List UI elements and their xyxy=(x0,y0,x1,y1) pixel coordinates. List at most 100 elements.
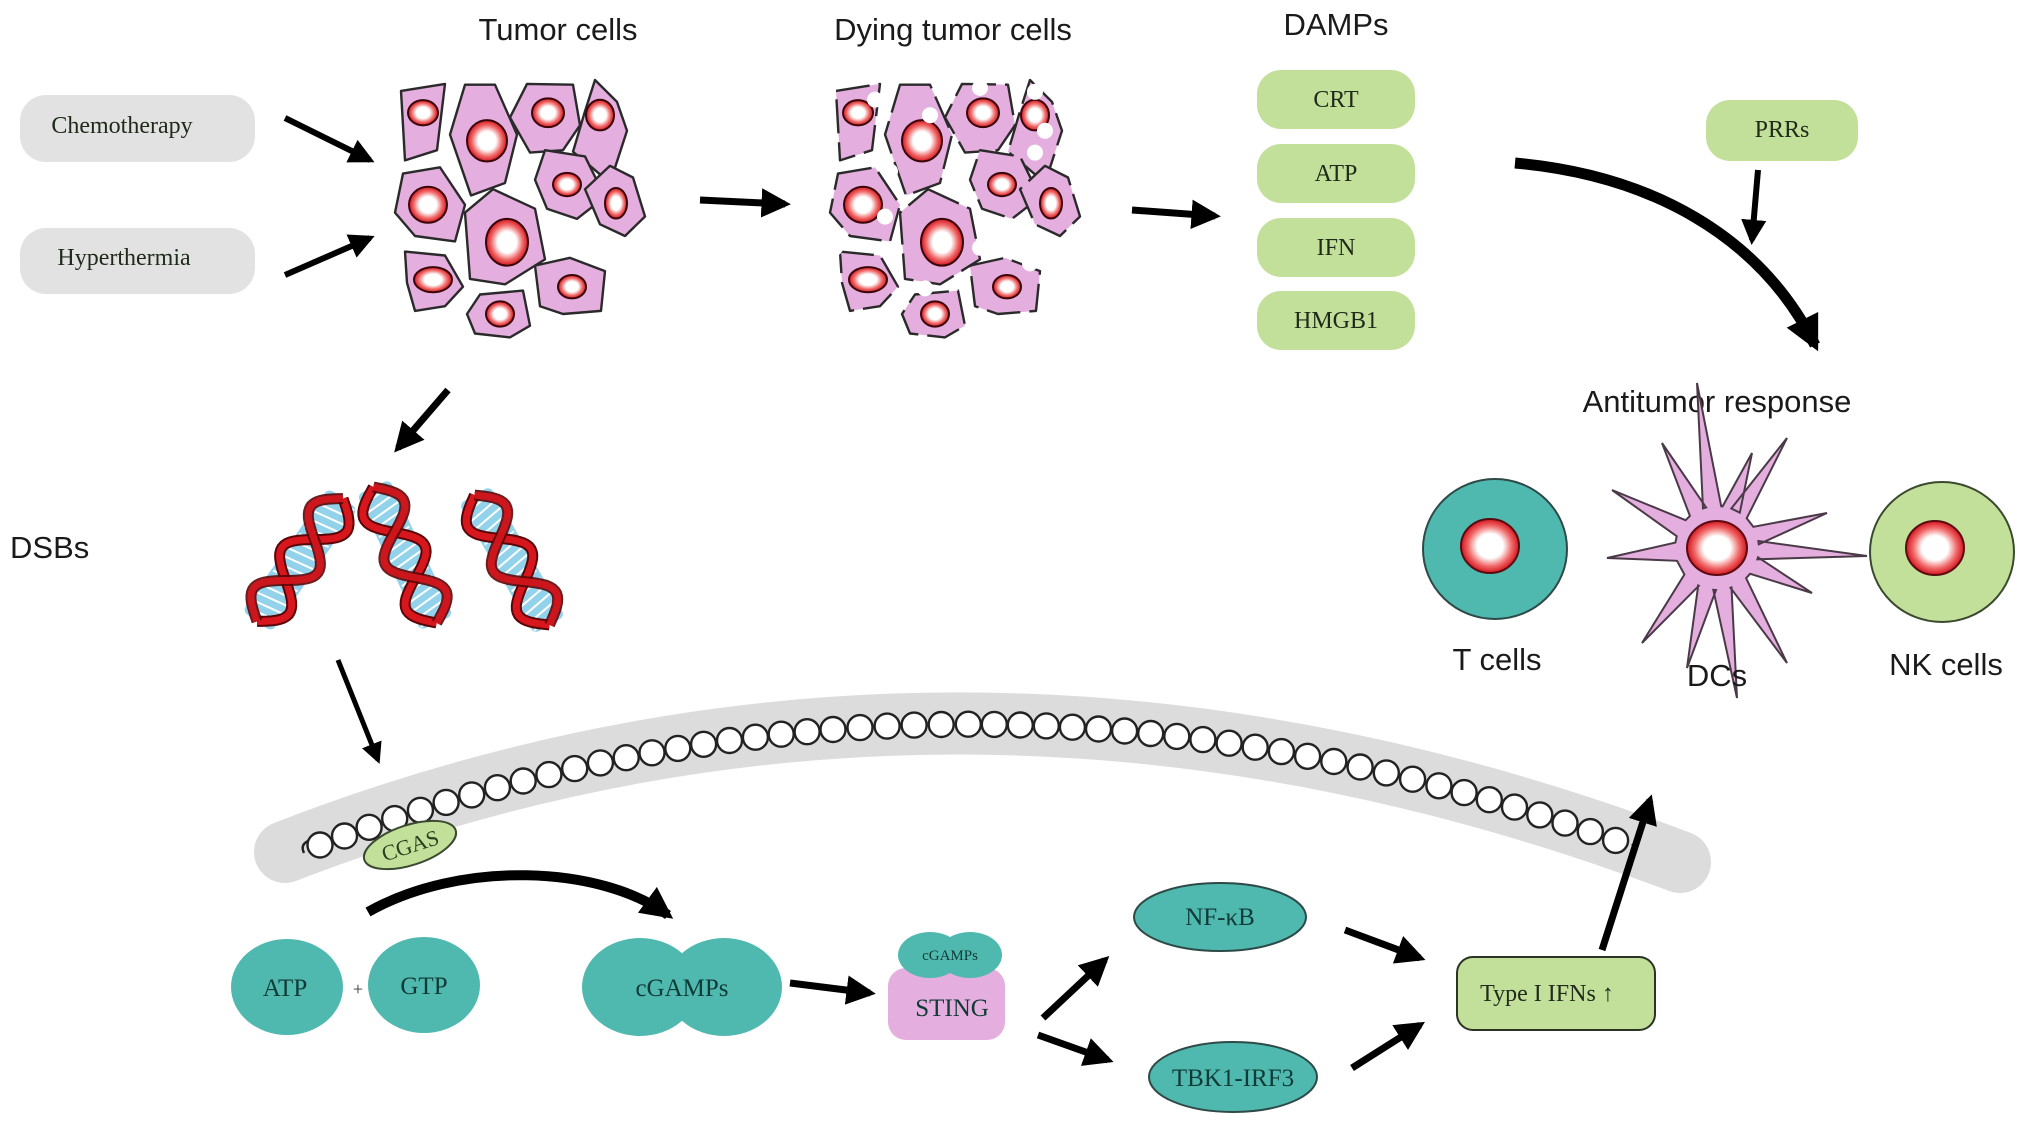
cell-nucleus xyxy=(966,97,1000,129)
trigger-chemotherapy: Chemotherapy xyxy=(20,95,255,162)
cell-nucleus xyxy=(1039,186,1063,220)
type1-ifns-label: Type I IFNs ↑ xyxy=(1480,981,1614,1007)
dna-helix xyxy=(357,481,453,629)
membrane-bleb xyxy=(1037,122,1053,139)
dna-bead xyxy=(638,739,666,767)
dna-bead xyxy=(586,749,615,777)
dna-bead xyxy=(1006,711,1034,739)
dna-end-left xyxy=(301,839,309,854)
dna-bead xyxy=(793,718,821,746)
cell-nucleus xyxy=(920,300,950,328)
cell-nucleus xyxy=(992,274,1022,300)
dna-bead xyxy=(432,788,460,817)
nfkb: NF-κB xyxy=(1133,882,1307,952)
membrane-bleb xyxy=(1027,83,1043,100)
dna-bead xyxy=(1215,729,1243,757)
dna-bead-chain xyxy=(301,710,1637,859)
membrane-bleb xyxy=(1022,255,1038,272)
dna-bead xyxy=(458,781,486,809)
dna-bead xyxy=(1320,747,1348,776)
damp-crt-box xyxy=(1257,70,1415,129)
t-cells-label: T cells xyxy=(1452,642,1541,677)
prrs: PRRs xyxy=(1706,100,1858,161)
cell-nucleus xyxy=(848,266,888,294)
cell-nucleus xyxy=(585,98,615,132)
hyperthermia-box xyxy=(20,228,255,294)
arrow-hyper-to-tumor xyxy=(283,234,375,278)
cell-nucleus xyxy=(842,99,874,127)
arrow-tumor-to-dsbs xyxy=(394,387,451,453)
t-cell-nucleus xyxy=(1460,518,1520,574)
cgamps-molecule: cGAMPs xyxy=(582,938,782,1036)
arrow-tumor-to-dying xyxy=(699,188,791,218)
atp-label: ATP xyxy=(263,975,307,1002)
damp-crt: CRT xyxy=(1257,70,1415,129)
cgamps-ellipse-right xyxy=(666,938,782,1036)
arrow-dsbs-to-chromatin xyxy=(335,659,382,764)
cgamps-small-label: cGAMPs xyxy=(922,948,978,964)
dna-helix xyxy=(460,488,564,632)
dna-bead xyxy=(767,720,795,748)
gtp-label: GTP xyxy=(400,973,447,1000)
dna-bead xyxy=(715,726,744,755)
dna-bead xyxy=(1450,778,1478,807)
dna-bead xyxy=(1032,712,1061,740)
membrane-bleb xyxy=(917,280,933,297)
dna-bead xyxy=(1500,793,1529,821)
dna-bead xyxy=(1110,717,1139,745)
cell-nucleus xyxy=(920,217,964,267)
dna-bead xyxy=(873,712,901,740)
membrane-bleb xyxy=(867,91,883,108)
dendritic-cell-nucleus xyxy=(1686,520,1748,576)
dna-bead xyxy=(483,774,512,802)
cell-nucleus xyxy=(485,300,515,328)
arrow-nfkb-to-ifns xyxy=(1343,926,1426,964)
dna-bead xyxy=(561,754,589,783)
damp-atp-box xyxy=(1257,144,1415,203)
dna-bead xyxy=(1425,772,1453,800)
dna-bead xyxy=(927,710,955,739)
arrow-dying-to-damps xyxy=(1131,199,1221,229)
tbk1-label: TBK1-IRF3 xyxy=(1172,1065,1294,1092)
tbk1-ellipse xyxy=(1148,1041,1318,1113)
tbk1-irf3: TBK1-IRF3 xyxy=(1148,1041,1318,1113)
dendritic-cell xyxy=(1606,382,1868,699)
membrane-bleb xyxy=(922,107,938,124)
arrow-prrs-to-path xyxy=(1741,169,1767,246)
nfkb-ellipse xyxy=(1133,882,1307,952)
cell-nucleus xyxy=(552,171,582,198)
arrow-cgamps-to-sting xyxy=(789,975,876,1005)
cell-nucleus xyxy=(1020,98,1050,132)
dna-bead xyxy=(664,734,692,763)
damp-atp-label: ATP xyxy=(1315,161,1358,187)
arrow-cgas-to-cgamps xyxy=(365,870,674,920)
arrow-damps-to-antitumor xyxy=(1514,157,1820,352)
damp-hmgb1-box xyxy=(1257,291,1415,350)
cell-nucleus xyxy=(413,266,453,294)
cell-nucleus xyxy=(557,274,587,300)
cell-nucleus xyxy=(485,217,529,267)
damp-crt-label: CRT xyxy=(1313,87,1359,113)
nk-cells-label: NK cells xyxy=(1889,647,2003,682)
sting-box xyxy=(888,968,1005,1040)
type1-ifns: Type I IFNs ↑ xyxy=(1456,956,1656,1031)
dna-bead xyxy=(1372,759,1401,787)
prrs-box xyxy=(1706,100,1858,161)
damp-ifn-label: IFN xyxy=(1317,235,1356,261)
plus-sign: + xyxy=(353,979,363,999)
cgamps-ellipse-left xyxy=(582,938,698,1036)
sting-complex: cGAMPs STING xyxy=(888,932,1005,1040)
tumor-cells-title: Tumor cells xyxy=(478,12,637,47)
membrane-bleb xyxy=(942,175,958,192)
sting-label: STING xyxy=(915,995,989,1022)
dying-cells-title: Dying tumor cells xyxy=(834,12,1072,47)
cell-nucleus xyxy=(466,119,508,163)
dna-bead xyxy=(509,767,537,795)
cell-nucleus xyxy=(987,171,1017,198)
antitumor-title: Antitumor response xyxy=(1583,384,1852,419)
dna-bead xyxy=(1267,737,1296,766)
cell-nucleus xyxy=(843,185,883,224)
dna-bead xyxy=(1398,765,1427,793)
arrow-tbk1-to-ifns xyxy=(1350,1021,1425,1071)
cell-nucleus xyxy=(408,185,448,224)
